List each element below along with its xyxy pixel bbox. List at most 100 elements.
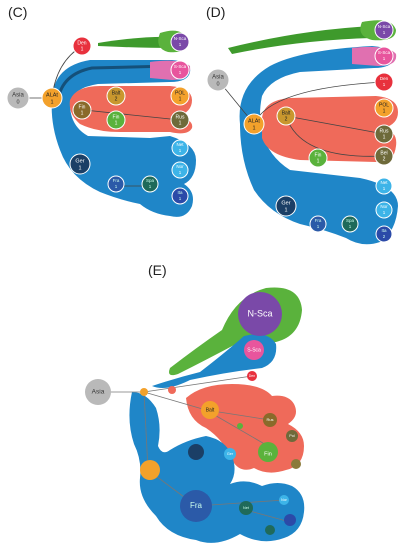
d-node-ssca: S-Sca 1 xyxy=(374,46,394,66)
svg-text:1: 1 xyxy=(383,108,386,114)
e-node-nor: Nor xyxy=(279,495,289,505)
svg-text:1: 1 xyxy=(383,134,386,140)
svg-text:1: 1 xyxy=(149,184,152,189)
d-edge-balt-rus xyxy=(285,115,385,135)
svg-text:1: 1 xyxy=(78,165,81,171)
svg-text:Ger: Ger xyxy=(75,158,84,164)
e-node-fra: Fra xyxy=(180,490,212,522)
svg-text:Nor: Nor xyxy=(176,164,184,169)
d-node-rus: Rus 1 xyxy=(374,124,394,144)
panel-d: Asia 0 ALAt 1 N-Sca 1 S-Sca 1 Den 1 Balt… xyxy=(206,20,398,245)
svg-text:Fra: Fra xyxy=(315,218,322,223)
c-node-ssca: S-Sca 1 xyxy=(170,60,190,80)
svg-text:Nor: Nor xyxy=(380,204,388,209)
svg-text:Fin: Fin xyxy=(264,451,272,457)
svg-text:1: 1 xyxy=(81,110,84,116)
e-node-blue-a xyxy=(284,514,296,526)
svg-text:POL: POL xyxy=(379,102,389,108)
e-edge-ger xyxy=(143,391,149,471)
d-node-b2: Spa 1 xyxy=(341,215,359,233)
c-node-asia: Asia 0 xyxy=(6,86,30,110)
c-edge-rus-balt xyxy=(83,109,181,121)
e-edge-den xyxy=(143,375,253,393)
svg-text:Bel: Bel xyxy=(380,150,387,156)
svg-text:1: 1 xyxy=(50,99,53,105)
svg-text:1: 1 xyxy=(179,70,182,75)
svg-text:1: 1 xyxy=(383,56,386,61)
c-node-fin: Fin 1 xyxy=(72,100,92,120)
svg-text:1: 1 xyxy=(179,120,182,126)
svg-text:2: 2 xyxy=(285,116,288,122)
svg-text:Net: Net xyxy=(380,180,388,185)
e-node-net: Net xyxy=(239,501,253,515)
svg-text:2: 2 xyxy=(383,156,386,162)
d-green-tube xyxy=(228,26,372,54)
d-salmon-region xyxy=(262,96,398,163)
svg-text:1: 1 xyxy=(179,170,182,175)
svg-text:2: 2 xyxy=(115,96,118,102)
c-node-b3: Ita 1 xyxy=(171,187,189,205)
svg-text:Fra: Fra xyxy=(113,178,120,183)
e-node-navy xyxy=(188,444,204,460)
e-node-pol: Pol xyxy=(286,430,298,442)
svg-text:Net: Net xyxy=(176,142,184,147)
c-node-ger: Ger 1 xyxy=(69,153,91,175)
d-node-ger: Ger 1 xyxy=(275,195,297,217)
svg-text:1: 1 xyxy=(383,30,386,35)
d-blue-region xyxy=(239,46,398,245)
d-node-nor: Nor 1 xyxy=(375,201,393,219)
svg-text:1: 1 xyxy=(115,120,118,126)
svg-text:2: 2 xyxy=(383,234,386,239)
e-node-small-green xyxy=(237,423,243,429)
c-node-pol: POL 1 xyxy=(170,86,190,106)
e-node-rus: Rus xyxy=(263,413,277,427)
d-node-bel: Bel 2 xyxy=(374,146,394,166)
svg-text:1: 1 xyxy=(383,82,386,87)
svg-text:Nor: Nor xyxy=(281,498,287,502)
c-salmon-region xyxy=(69,86,193,134)
svg-text:Balt: Balt xyxy=(206,407,215,413)
e-blue-main xyxy=(129,392,305,543)
c-node-nor: Nor 1 xyxy=(171,161,189,179)
svg-text:1: 1 xyxy=(179,42,182,47)
svg-text:1: 1 xyxy=(115,184,118,189)
svg-text:Spa: Spa xyxy=(146,178,155,183)
c-node-balt: Balt 2 xyxy=(106,86,126,106)
svg-text:1: 1 xyxy=(252,125,255,131)
e-node-nsca: N-Sca xyxy=(238,292,282,336)
d-node-alat: ALAt 1 xyxy=(243,113,265,135)
e-node-ssca: S-Sca xyxy=(244,340,264,360)
panel-e-label: (E) xyxy=(148,262,167,278)
d-node-denm: Den 1 xyxy=(374,72,394,92)
svg-text:Fin: Fin xyxy=(315,152,322,158)
d-node-nsca: N-Sca 1 xyxy=(374,20,394,40)
panel-c-label: (C) xyxy=(8,4,28,20)
svg-text:1: 1 xyxy=(349,224,352,229)
d-node-balt: Balt 2 xyxy=(276,106,296,126)
svg-text:1: 1 xyxy=(383,186,386,191)
svg-text:Ger: Ger xyxy=(227,452,234,456)
svg-text:Rus: Rus xyxy=(176,114,185,120)
svg-text:1: 1 xyxy=(179,196,182,201)
d-node-b1: Fra 1 xyxy=(309,215,327,233)
c-blue-region xyxy=(51,60,196,217)
e-node-blue-b xyxy=(265,525,275,535)
svg-text:1: 1 xyxy=(317,158,320,164)
d-edge-balt-bel xyxy=(285,115,385,157)
c-node-alat: ALAt 1 xyxy=(41,87,63,109)
panel-d-label: (D) xyxy=(206,4,226,20)
e-hub-2 xyxy=(168,386,176,394)
svg-text:POL: POL xyxy=(175,90,185,96)
c-node-b2: Spa 1 xyxy=(141,175,159,193)
svg-text:1: 1 xyxy=(81,46,84,52)
e-edge-balt xyxy=(143,391,207,411)
svg-text:0: 0 xyxy=(216,81,219,87)
panel-c: Asia 0 ALAt 1 Den 1 N-Sca 1 S-Sca 1 Balt… xyxy=(6,30,196,217)
svg-text:1: 1 xyxy=(179,96,182,102)
panel-e: Asia N-Sca S-Sca Den Balt Rus Pol xyxy=(85,287,305,543)
d-node-b3: Ita 2 xyxy=(375,225,393,243)
e-hub-1 xyxy=(140,388,148,396)
svg-text:N-Sca: N-Sca xyxy=(378,24,391,29)
d-node-pol: POL 1 xyxy=(374,98,394,118)
